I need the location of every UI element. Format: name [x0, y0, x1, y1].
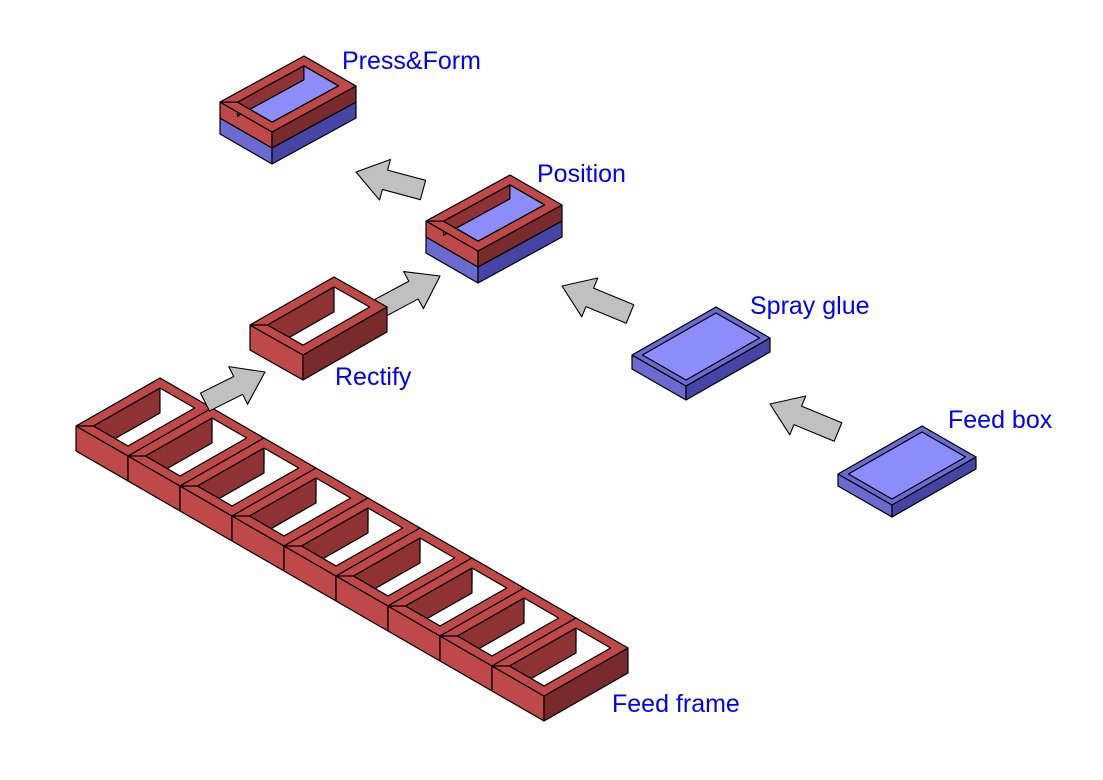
feed-frame-cell-6-rim [335, 527, 473, 607]
feed-frame-cell-7-rim [387, 557, 525, 637]
feed-frame-cell-3-rim [179, 437, 317, 517]
arrow-position-to-press-form [355, 158, 427, 201]
feed-frame-label: Feed frame [612, 690, 740, 718]
process-arrows [199, 158, 843, 442]
spray-glue-label: Spray glue [750, 292, 870, 320]
press-form-label: Press&Form [342, 47, 481, 75]
feed-box-floor [847, 431, 967, 500]
feed-frame-cell-1-rim [75, 377, 213, 457]
arrow-spray-glue-to-position [561, 277, 635, 324]
feed-box-label: Feed box [948, 406, 1053, 434]
feed-frame-cell-5-rim [283, 497, 421, 577]
arrow-feed-frame-to-rectify [199, 366, 266, 412]
arrow-rectify-to-position [374, 271, 441, 318]
feed-box [837, 425, 977, 518]
rectify-rim [249, 276, 388, 356]
rectify-frame [249, 276, 388, 381]
rectify-label: Rectify [335, 363, 412, 391]
feed-frame-cell-2-rim [127, 407, 265, 487]
position-label: Position [537, 160, 626, 188]
arrow-feed-box-to-spray-glue [769, 395, 843, 442]
spray-glue-box [631, 306, 771, 401]
feed-frame-cell-4-rim [231, 467, 369, 547]
feed-frame-cell-9-rim [491, 617, 629, 697]
feed-frame-stack [75, 377, 629, 722]
press-form-assembly [219, 55, 357, 165]
spray-glue-floor [641, 312, 761, 381]
position-assembly [425, 174, 563, 284]
feed-frame-cell-8-rim [439, 587, 577, 667]
position-frame-rim [425, 174, 563, 252]
press-form-frame-rim [219, 55, 357, 133]
